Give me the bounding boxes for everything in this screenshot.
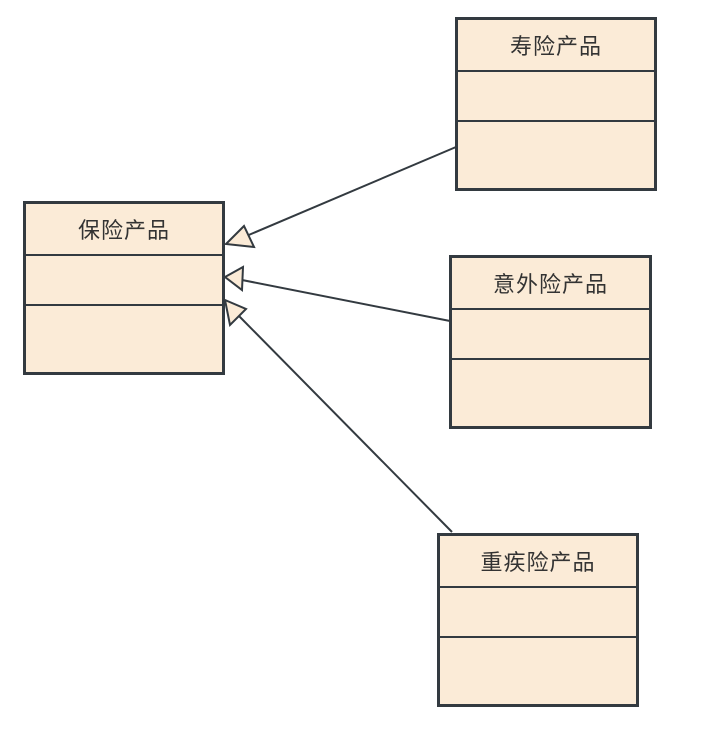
class-methods-compartment [452,360,649,426]
class-methods-compartment [440,638,636,704]
inheritance-arrowhead [223,224,256,249]
class-attributes-compartment [458,72,654,122]
inheritance-arrowhead [223,298,248,328]
inheritance-arrow-zhongji [223,298,453,533]
class-name: 保险产品 [26,204,222,256]
inheritance-arrow-yiwai [223,265,451,322]
class-attributes-compartment [452,310,649,360]
class-methods-compartment [26,306,222,372]
class-box-zhongji: 重疾险产品 [437,533,639,707]
class-name: 寿险产品 [458,20,654,72]
class-name: 重疾险产品 [440,536,636,588]
inheritance-line [237,314,453,533]
class-attributes-compartment [26,256,222,306]
inheritance-line [243,146,457,238]
class-name: 意外险产品 [452,258,649,310]
class-box-shouxian: 寿险产品 [455,17,657,191]
class-box-yiwai: 意外险产品 [449,255,652,429]
inheritance-arrow-shouxian [223,146,457,249]
class-box-parent: 保险产品 [23,201,225,375]
class-methods-compartment [458,122,654,188]
class-attributes-compartment [440,588,636,638]
inheritance-arrowhead [223,265,245,292]
inheritance-line [241,279,451,322]
